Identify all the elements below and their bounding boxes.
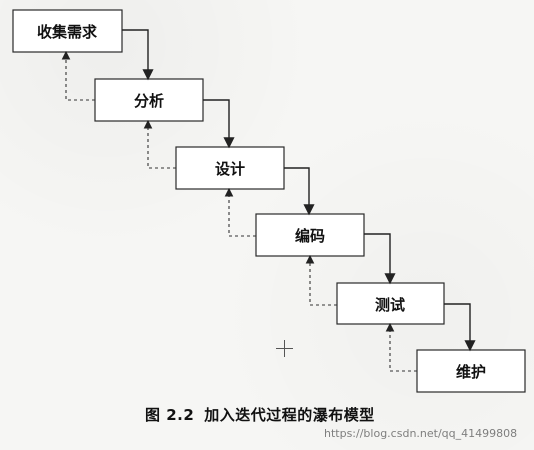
step-label-maintenance: 维护 bbox=[456, 363, 486, 381]
forward-arrow-2 bbox=[203, 99, 235, 149]
step-box-coding: 编码 bbox=[255, 213, 365, 257]
feedback-arrow-2 bbox=[143, 119, 176, 169]
watermark-url: https://blog.csdn.net/qq_41499808 bbox=[324, 427, 518, 440]
step-label-design: 设计 bbox=[215, 160, 245, 178]
forward-arrow-5 bbox=[444, 303, 476, 352]
step-box-analysis: 分析 bbox=[94, 78, 204, 122]
figure-caption: 图 2.2 加入迭代过程的瀑布模型 bbox=[145, 404, 375, 425]
forward-arrow-1 bbox=[122, 29, 154, 81]
step-label-analysis: 分析 bbox=[134, 92, 164, 110]
step-label-testing: 测试 bbox=[375, 296, 405, 314]
feedback-arrow-1 bbox=[61, 50, 95, 101]
feedback-arrow-5 bbox=[385, 322, 417, 372]
step-box-design: 设计 bbox=[175, 146, 285, 190]
figure-number: 图 2.2 bbox=[145, 406, 195, 424]
step-box-maintenance: 维护 bbox=[416, 349, 526, 393]
forward-arrow-3 bbox=[284, 167, 315, 216]
step-box-testing: 测试 bbox=[336, 282, 445, 325]
crosshair-cursor-icon bbox=[276, 340, 293, 357]
forward-arrow-4 bbox=[364, 233, 396, 285]
step-label-collect-requirements: 收集需求 bbox=[37, 23, 98, 41]
feedback-arrow-4 bbox=[305, 254, 337, 306]
step-box-collect-requirements: 收集需求 bbox=[12, 9, 123, 53]
feedback-arrow-3 bbox=[224, 187, 256, 237]
figure-title: 加入迭代过程的瀑布模型 bbox=[204, 406, 375, 424]
step-label-coding: 编码 bbox=[295, 227, 325, 245]
